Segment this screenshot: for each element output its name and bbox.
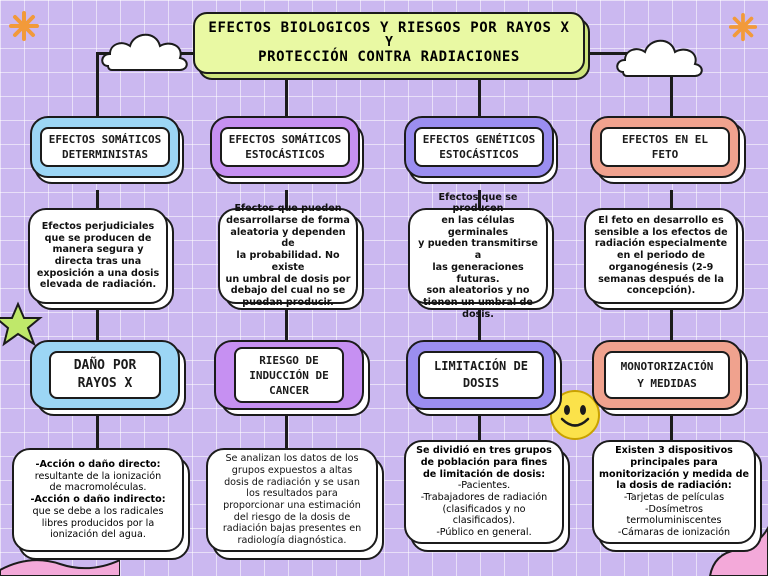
text-limitacion-intro: Se dividió en tres grupos de población p… <box>416 445 552 480</box>
header-frame: EFECTOS EN EL FETO <box>590 116 740 178</box>
connector-line <box>285 410 288 452</box>
header-riesgo-cancer: RIESGO DE INDUCCIÓN DE CANCER <box>249 353 329 397</box>
text-box: Efectos que se producen en las células g… <box>408 192 548 320</box>
header-monitorizacion: MONOTORIZACIÓN Y MEDIDAS <box>620 360 714 390</box>
connector-line <box>285 72 288 118</box>
header-inner: MONOTORIZACIÓN Y MEDIDAS <box>604 351 730 399</box>
header-limitacion-dosis: LIMITACIÓN DE DOSIS <box>434 359 528 390</box>
header-inner: EFECTOS EN EL FETO <box>600 127 730 167</box>
text-box: El feto en desarrollo es sensible a los … <box>584 208 738 304</box>
header-somaticos-estocasticos: EFECTOS SOMÁTICOS ESTOCÁSTICOS <box>228 133 342 161</box>
connector-line <box>96 190 99 210</box>
header-inner: EFECTOS GENÉTICOS ESTOCÁSTICOS <box>414 127 544 167</box>
sparkle-icon <box>728 12 758 42</box>
text-box: Efectos perjudiciales que se producen de… <box>28 208 168 304</box>
header-inner: DAÑO POR RAYOS X <box>49 351 161 399</box>
connector-line <box>670 190 673 210</box>
header-inner: LIMITACIÓN DE DOSIS <box>418 351 544 399</box>
connector-line <box>478 190 481 210</box>
header-somaticos-deterministas: EFECTOS SOMÁTICOS DETERMINISTAS <box>48 133 162 161</box>
text-accion-directa: resultante de la ionización de macromolé… <box>34 470 162 494</box>
cloud-icon <box>101 33 188 71</box>
text-box: Existen 3 dispositivos principales para … <box>592 440 756 544</box>
text-box: Se analizan los datos de los grupos expu… <box>206 448 378 552</box>
text-accion-indirecta: que se debe a los radicales libres produ… <box>32 505 164 541</box>
header-inner: EFECTOS SOMÁTICOS DETERMINISTAS <box>40 127 170 167</box>
connector-line <box>478 410 481 452</box>
connector-line <box>285 190 288 210</box>
header-efectos-feto: EFECTOS EN EL FETO <box>621 133 709 161</box>
cloud-icon <box>616 39 703 77</box>
star-icon <box>0 301 43 347</box>
connector-line <box>96 310 99 340</box>
text-box: -Acción o daño directo: resultante de la… <box>12 448 184 552</box>
text-limitacion-grupos: -Pacientes. -Trabajadores de radiación (… <box>420 480 548 539</box>
sparkle-icon <box>9 11 39 41</box>
wave-decoration <box>0 558 120 576</box>
title-line-3: PROTECCIÓN CONTRA RADIACIONES <box>258 49 520 65</box>
text-box: Se dividió en tres grupos de población p… <box>404 440 564 544</box>
header-frame: DAÑO POR RAYOS X <box>30 340 180 410</box>
text-monitorizacion-intro: Existen 3 dispositivos principales para … <box>598 445 749 492</box>
text-geneticos-estocasticos: Efectos que se producen en las células g… <box>418 191 538 320</box>
text-accion-indirecta-label: -Acción o daño indirecto: <box>30 494 166 506</box>
connector-line <box>96 52 99 118</box>
header-inner: EFECTOS SOMÁTICOS ESTOCÁSTICOS <box>220 127 350 167</box>
connector-line <box>285 310 288 340</box>
connector-line <box>670 52 673 118</box>
header-frame: EFECTOS SOMÁTICOS ESTOCÁSTICOS <box>210 116 360 178</box>
header-frame: LIMITACIÓN DE DOSIS <box>406 340 556 410</box>
text-somaticos-deterministas: Efectos perjudiciales que se producen de… <box>36 220 160 291</box>
header-frame: EFECTOS SOMÁTICOS DETERMINISTAS <box>30 116 180 178</box>
header-dano-rayos-x: DAÑO POR RAYOS X <box>73 358 137 391</box>
connector-line <box>96 410 99 452</box>
text-box: Efectos que pueden desarrollarse de form… <box>218 203 358 308</box>
text-monitorizacion-dispositivos: -Tarjetas de películas -Dosímetros termo… <box>617 492 731 539</box>
text-efectos-feto: El feto en desarrollo es sensible a los … <box>594 215 728 297</box>
header-frame: EFECTOS GENÉTICOS ESTOCÁSTICOS <box>404 116 554 178</box>
header-frame: MONOTORIZACIÓN Y MEDIDAS <box>592 340 742 410</box>
text-accion-directa-label: -Acción o daño directo: <box>35 459 161 471</box>
connector-line <box>670 310 673 340</box>
smiley-icon <box>550 390 600 440</box>
text-somaticos-estocasticos: Efectos que pueden desarrollarse de form… <box>225 203 351 308</box>
connector-line <box>478 310 481 340</box>
title-line-2: Y <box>385 35 393 50</box>
header-inner: RIESGO DE INDUCCIÓN DE CANCER <box>234 347 344 403</box>
header-geneticos-estocasticos: EFECTOS GENÉTICOS ESTOCÁSTICOS <box>422 133 536 161</box>
connector-line <box>670 410 673 452</box>
text-riesgo-cancer: Se analizan los datos de los grupos expu… <box>222 453 362 547</box>
connector-line <box>478 72 481 118</box>
title-box: EFECTOS BIOLOGICOS Y RIESGOS POR RAYOS X… <box>193 12 585 74</box>
header-frame: RIESGO DE INDUCCIÓN DE CANCER <box>214 340 364 410</box>
title-line-1: EFECTOS BIOLOGICOS Y RIESGOS POR RAYOS X <box>208 20 570 36</box>
